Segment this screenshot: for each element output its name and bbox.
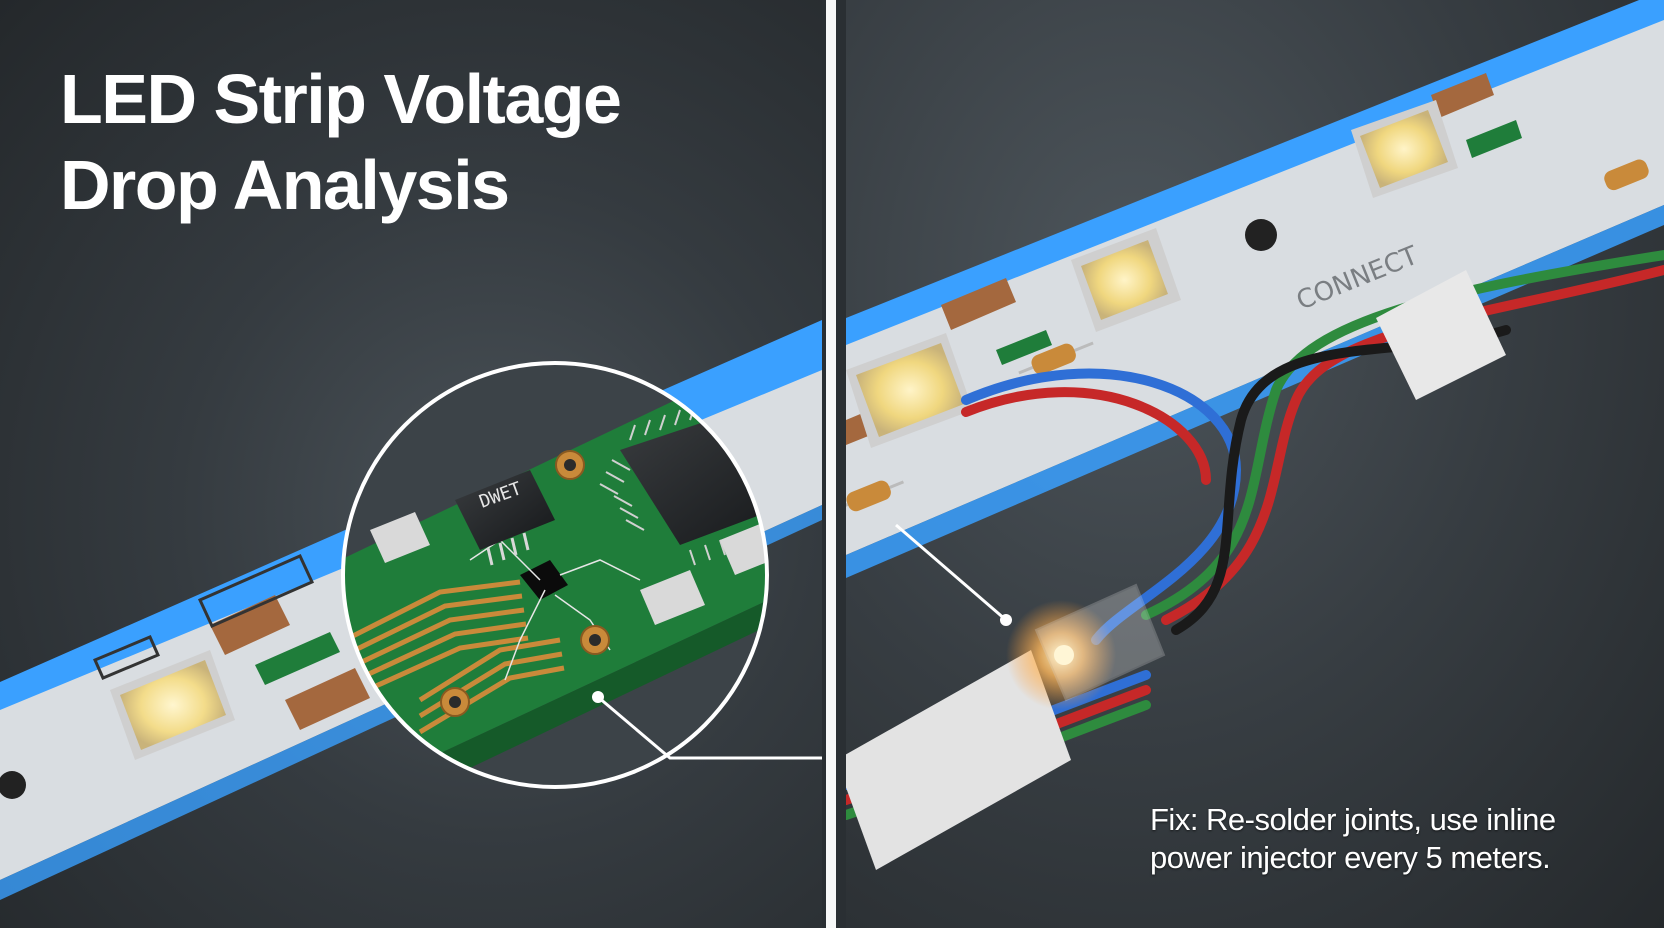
title-line-2: Drop Analysis: [60, 146, 510, 224]
led-chip-right-1: [846, 333, 973, 448]
title-line-1: LED Strip Voltage: [60, 60, 622, 138]
fix-caption: Fix: Re-solder joints, use inline power …: [1150, 801, 1556, 877]
repaired-strip-illustration: CONNECT: [846, 0, 1664, 870]
inline-connector: [1006, 583, 1166, 710]
led-chip-right-2: [1071, 228, 1181, 332]
caption-line-1: Fix: Re-solder joints, use inline: [1150, 802, 1556, 837]
callout-pointer-left: [592, 691, 822, 760]
smd-components: [370, 512, 767, 625]
left-panel-damaged-strip: DWET: [0, 0, 822, 928]
heat-shrink-sleeves: [846, 270, 1506, 870]
caption-line-2: power injector every 5 meters.: [1150, 840, 1551, 875]
pcb-vias: [440, 450, 610, 717]
resistors: [846, 159, 1649, 512]
right-panel-fixed-strip: CONNECT: [846, 0, 1664, 928]
ic-chip-small: DWET: [455, 470, 555, 566]
panel-divider-line: [826, 0, 836, 928]
magnifier-circle: [341, 361, 769, 789]
damaged-strip-illustration: DWET: [0, 320, 822, 900]
callout-pointer-right: [895, 523, 1012, 626]
page-title: LED Strip Voltage Drop Analysis: [60, 56, 622, 228]
mounting-hole-right: [1245, 219, 1277, 251]
led-chip-left: [110, 650, 235, 760]
mounting-hole: [0, 771, 26, 799]
led-chip-right-3: [1351, 100, 1458, 198]
